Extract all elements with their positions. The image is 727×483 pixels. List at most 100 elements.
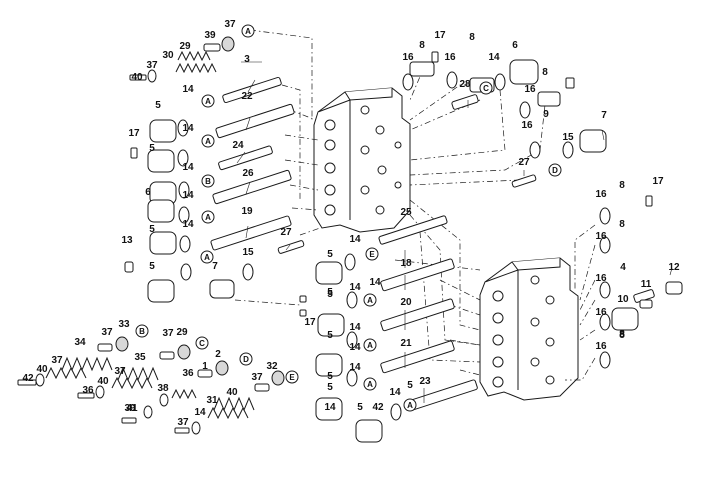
reference-circle-outline xyxy=(363,338,377,352)
callout-number: 37 xyxy=(251,372,263,383)
callout-number: 14 xyxy=(488,52,500,63)
reference-circle-outline xyxy=(201,210,215,224)
solenoid-caps xyxy=(147,59,639,443)
callout-number: 27 xyxy=(518,157,530,168)
reference-circle-a: A xyxy=(363,293,377,307)
callout-number: 37 xyxy=(177,417,189,428)
reference-circle-outline xyxy=(195,336,209,350)
callout-number: 33 xyxy=(118,319,130,330)
callout-number: 8 xyxy=(419,40,425,51)
callout-number: 35 xyxy=(134,352,146,363)
reference-circle-outline xyxy=(479,81,493,95)
callout-number: 12 xyxy=(668,262,680,273)
reference-letter: A xyxy=(245,27,251,36)
callout-number: 14 xyxy=(182,123,194,134)
reference-circle-a: A xyxy=(363,377,377,391)
callout-number: 8 xyxy=(619,180,625,191)
callout-number: 14 xyxy=(349,362,361,373)
callout-number: 37 xyxy=(162,328,174,339)
reference-circle-outline xyxy=(200,250,214,264)
callout-number: 28 xyxy=(459,79,471,90)
reference-circle-outline xyxy=(201,134,215,148)
reference-circle-outline xyxy=(363,293,377,307)
callout-number: 5 xyxy=(327,330,333,341)
callout-number: 17 xyxy=(434,30,446,41)
callout-number: 21 xyxy=(400,338,412,349)
reference-circle-a: A xyxy=(241,24,255,38)
callout-number: 16 xyxy=(402,52,414,63)
callout-number: 18 xyxy=(400,258,412,269)
callout-number: 30 xyxy=(162,50,174,61)
callout-number: 9 xyxy=(543,109,549,120)
callout-number: 31 xyxy=(206,395,218,406)
callout-number: 5 xyxy=(149,224,155,235)
callout-number: 10 xyxy=(617,294,629,305)
callout-number: 37 xyxy=(101,327,113,338)
reference-letter: A xyxy=(407,401,413,410)
callout-number: 25 xyxy=(400,207,412,218)
callout-number: 40 xyxy=(36,364,48,375)
callout-number: 5 xyxy=(327,371,333,382)
callout-number: 14 xyxy=(182,219,194,230)
callout-number: 16 xyxy=(595,307,607,318)
callout-number: 42 xyxy=(22,373,34,384)
reference-letter: B xyxy=(139,327,145,336)
callout-number: 6 xyxy=(145,187,151,198)
reference-circle-outline xyxy=(548,163,562,177)
spools xyxy=(210,76,655,411)
callout-number: 36 xyxy=(182,368,194,379)
reference-circle-outline xyxy=(285,370,299,384)
callout-number: 5 xyxy=(327,287,333,298)
callout-number: 16 xyxy=(595,273,607,284)
callout-number: 15 xyxy=(562,132,574,143)
callout-number: 17 xyxy=(304,317,316,328)
reference-circle-b: B xyxy=(201,174,215,188)
reference-circle-outline xyxy=(201,174,215,188)
callout-number: 5 xyxy=(327,249,333,260)
reference-letter: A xyxy=(205,97,211,106)
callout-number: 5 xyxy=(327,289,333,300)
callout-number: 37 xyxy=(146,60,158,71)
callout-number: 24 xyxy=(232,140,244,151)
reference-letter: A xyxy=(367,380,373,389)
callout-number: 19 xyxy=(241,206,253,217)
callout-number: 8 xyxy=(542,67,548,78)
callout-number: 29 xyxy=(179,41,191,52)
reference-letter: E xyxy=(369,250,375,259)
callout-number: 14 xyxy=(182,84,194,95)
o-rings xyxy=(177,71,611,421)
callout-number: 23 xyxy=(419,376,431,387)
reference-letter: B xyxy=(205,177,211,186)
callout-number: 16 xyxy=(595,231,607,242)
reference-letter: E xyxy=(289,373,295,382)
reference-circle-outline xyxy=(363,377,377,391)
reference-circle-d: D xyxy=(548,163,562,177)
callout-number: 7 xyxy=(601,110,607,121)
callout-number: 14 xyxy=(182,162,194,173)
callout-number: 14 xyxy=(349,282,361,293)
callout-number: 37 xyxy=(51,355,63,366)
callout-number: 16 xyxy=(595,341,607,352)
callout-number: 6 xyxy=(512,40,518,51)
reference-circle-c: C xyxy=(195,336,209,350)
reference-circle-a: A xyxy=(201,94,215,108)
callout-number: 42 xyxy=(372,402,384,413)
callout-number: 14 xyxy=(194,407,206,418)
callout-number: 34 xyxy=(74,337,86,348)
callout-number: 22 xyxy=(241,91,253,102)
reference-circle-outline xyxy=(365,247,379,261)
callout-number: 4 xyxy=(620,262,626,273)
leader-lines xyxy=(236,61,673,403)
callout-number: 5 xyxy=(149,261,155,272)
callout-number: 14 xyxy=(182,190,194,201)
callout-number: 37 xyxy=(224,19,236,30)
springs xyxy=(45,50,255,420)
callout-number: 32 xyxy=(266,361,278,372)
callout-number: 37 xyxy=(114,366,126,377)
callout-number: 5 xyxy=(357,402,363,413)
callout-number: 11 xyxy=(641,279,652,290)
callout-number: 14 xyxy=(324,402,336,413)
reference-letter: A xyxy=(205,213,211,222)
